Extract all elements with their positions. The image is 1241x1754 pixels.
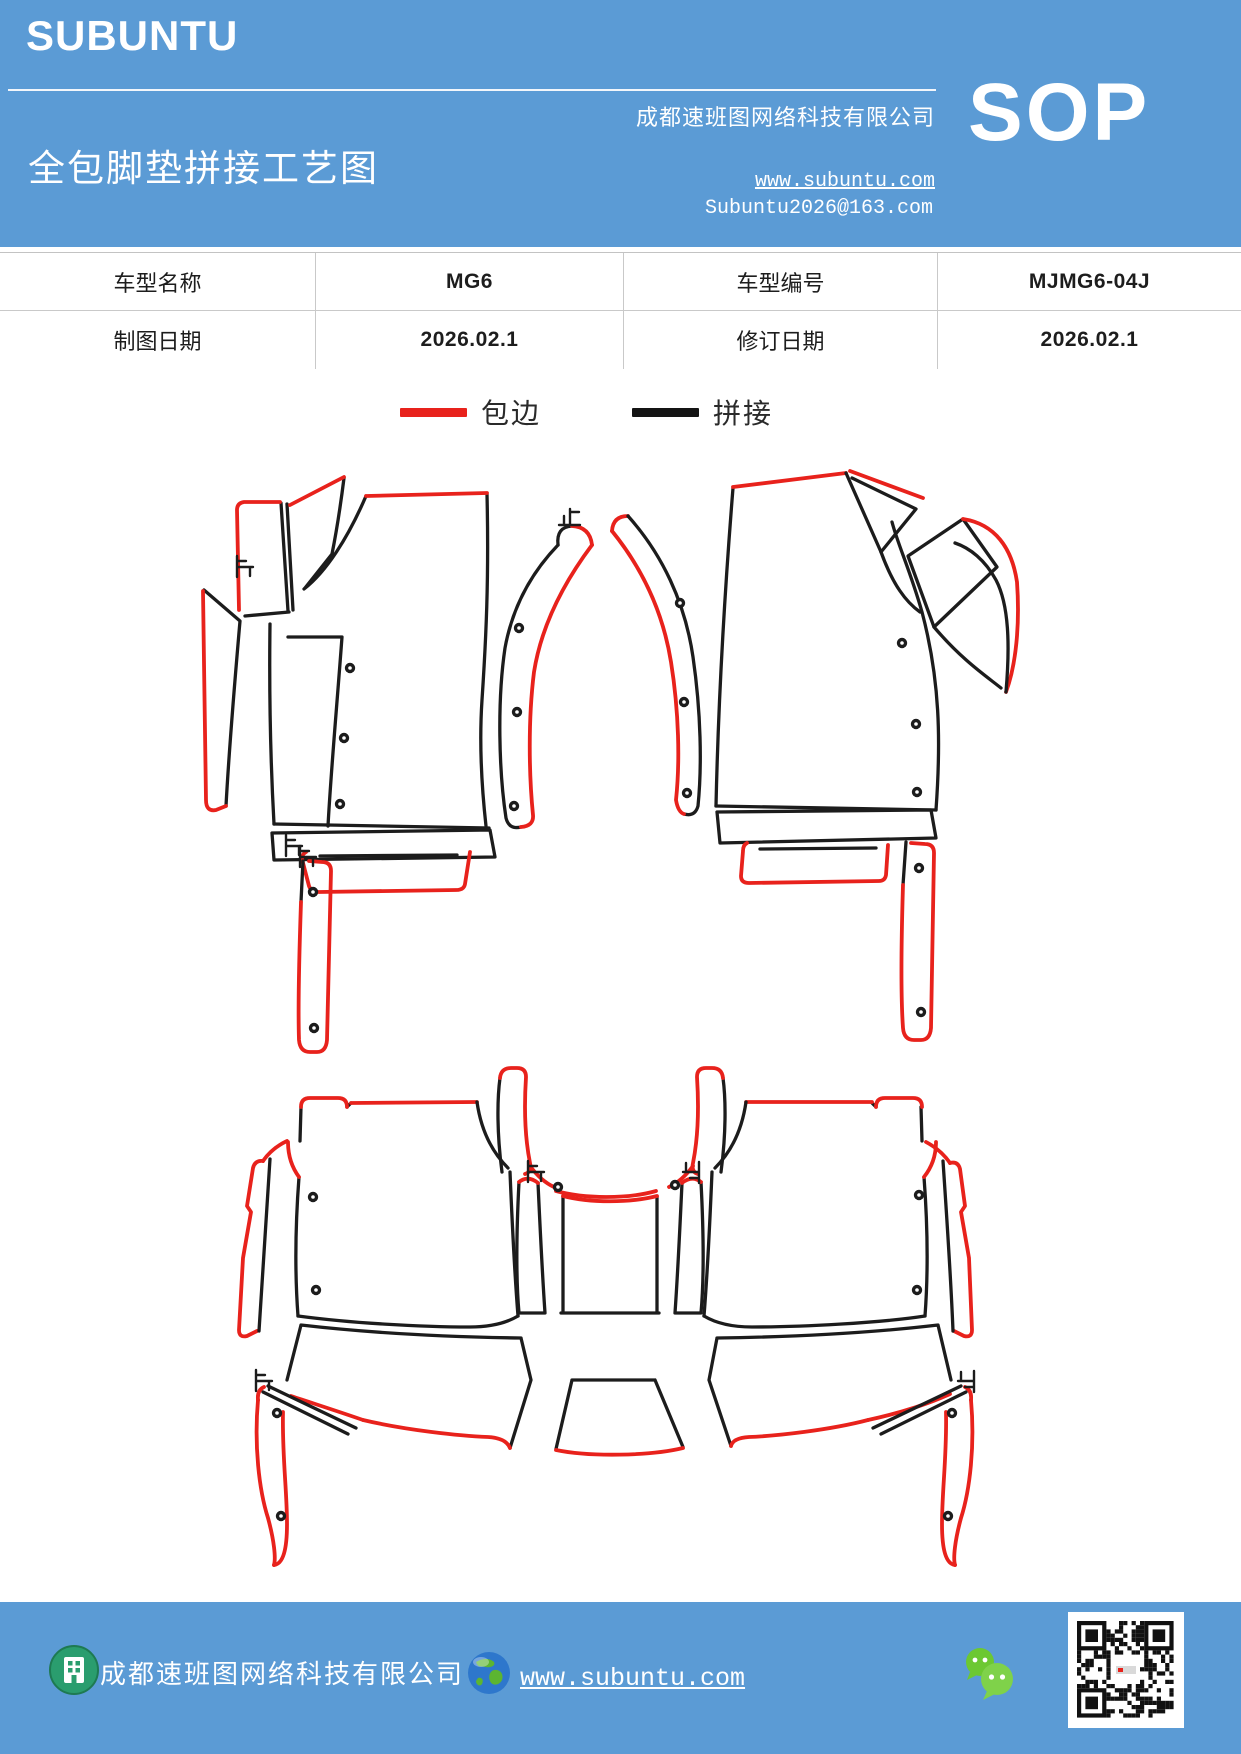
table-label-draw-date: 制图日期 [0,311,316,369]
page-title: 全包脚垫拼接工艺图 [28,148,379,189]
legend-binding-label: 包边 [481,398,542,429]
legend-seam-label: 拼接 [713,398,774,429]
snap-fastener-dots [271,597,958,1522]
binding-line-swatch [400,407,467,417]
table-label-revise-date: 修订日期 [624,311,938,369]
sop-badge: SOP [968,67,1151,158]
table-label-model-name: 车型名称 [0,253,316,311]
header-email: Subuntu2026@163.com [704,197,933,220]
footer-company-name: 成都速班图网络科技有限公司 [100,1659,465,1689]
table-label-model-code: 车型编号 [624,253,938,311]
footer: 成都速班图网络科技有限公司 www.subuntu.com [0,1602,1241,1754]
table-value-draw-date: 2026.02.1 [316,311,624,369]
legend-item-binding: 包边 [400,392,541,432]
brand-logo: SUBUNTU [26,12,239,59]
header-company-name: 成都速班图网络科技有限公司 [635,105,935,130]
table-value-model-name: MG6 [316,253,624,311]
vehicle-info-table: 车型名称 MG6 车型编号 MJMG6-04J 制图日期 2026.02.1 修… [0,252,1241,369]
table-value-model-code: MJMG6-04J [938,253,1241,311]
pattern-outlines [201,469,1020,1567]
header-website-link[interactable]: www.subuntu.com [754,170,935,193]
globe-icon [468,1652,510,1694]
building-icon [49,1645,99,1695]
wechat-icon [966,1648,1013,1700]
qr-code [1068,1612,1184,1728]
table-value-revise-date: 2026.02.1 [938,311,1241,369]
footer-website-link[interactable]: www.subuntu.com [520,1664,746,1693]
legend-item-seam: 拼接 [632,392,773,432]
header-divider [8,89,936,91]
stop-marks [235,507,976,1394]
seam-line-swatch [632,407,699,417]
header: SUBUNTU 全包脚垫拼接工艺图 成都速班图网络科技有限公司 www.subu… [0,0,1241,247]
